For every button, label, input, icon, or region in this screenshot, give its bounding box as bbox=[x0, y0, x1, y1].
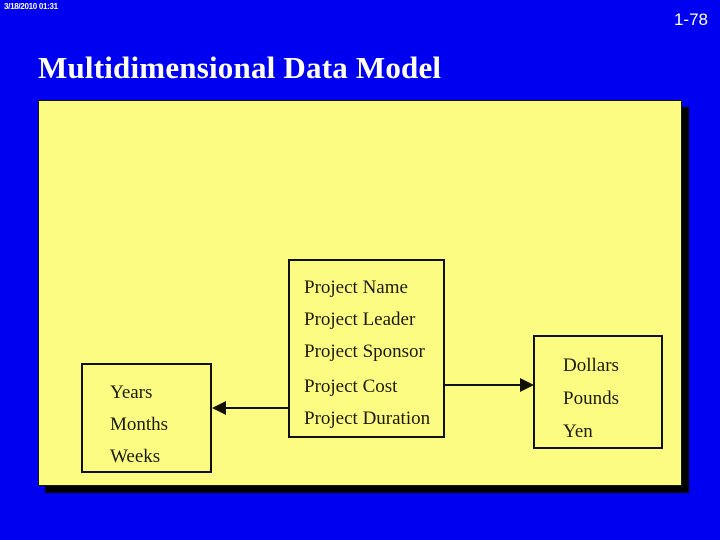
currency-dimension-item-yen: Yen bbox=[563, 421, 593, 442]
time-dimension-item-years: Years bbox=[110, 382, 153, 403]
connector-duration-to-time-line bbox=[215, 407, 301, 409]
time-dimension-item-months: Months bbox=[110, 414, 169, 435]
slide-page-number: 1-78 bbox=[673, 10, 708, 29]
currency-dimension-box bbox=[533, 335, 663, 449]
connector-duration-to-time-arrowhead-icon bbox=[212, 401, 226, 415]
project-fact-item-name: Project Name bbox=[304, 277, 408, 298]
time-dimension-box bbox=[81, 363, 212, 473]
currency-dimension-item-pounds: Pounds bbox=[563, 388, 619, 409]
time-dimension-item-weeks: Weeks bbox=[110, 446, 161, 467]
connector-cost-to-currency-arrowhead-icon bbox=[520, 378, 534, 392]
content-panel: Years Months Weeks Project Name Project … bbox=[38, 100, 682, 486]
slide-timestamp: 3/18/2010 01:31 bbox=[4, 2, 58, 11]
project-fact-item-sponsor: Project Sponsor bbox=[304, 341, 425, 362]
project-fact-item-cost: Project Cost bbox=[304, 376, 398, 397]
connector-cost-to-currency-line bbox=[431, 384, 532, 386]
currency-dimension-item-dollars: Dollars bbox=[563, 355, 619, 376]
project-fact-box bbox=[288, 259, 445, 438]
project-fact-item-leader: Project Leader bbox=[304, 309, 416, 330]
page-title: Multidimensional Data Model bbox=[38, 50, 442, 85]
project-fact-item-duration: Project Duration bbox=[304, 408, 431, 429]
